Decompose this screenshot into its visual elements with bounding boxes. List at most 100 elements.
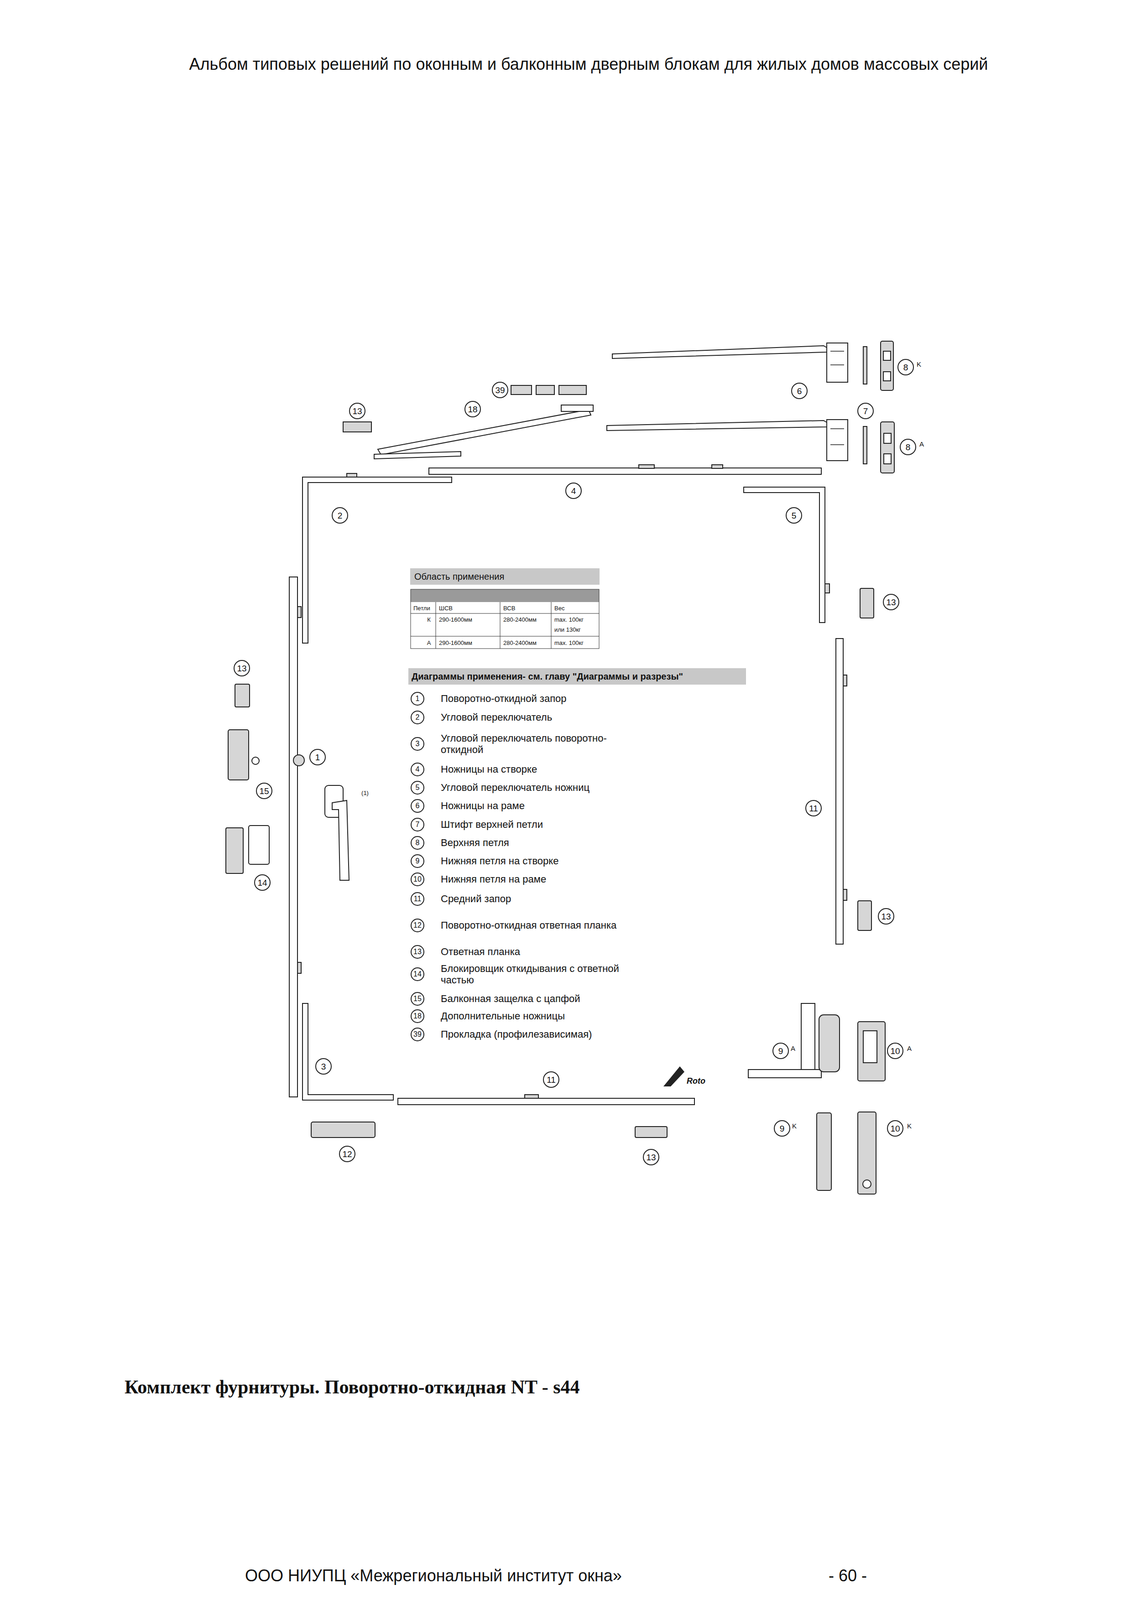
callout-number: 6 [415, 802, 420, 810]
keeper [860, 588, 874, 619]
sash-bottom-hinge [819, 1015, 840, 1073]
top-hinge [880, 422, 895, 474]
text-label: A [919, 440, 924, 448]
text-label: ООО НИУПЦ «Межрегиональный институт окна… [245, 1568, 622, 1585]
callout-number: 13 [236, 664, 247, 673]
text-label: К [427, 616, 431, 623]
text-label: 280-2400мм [503, 640, 537, 647]
callout-circle [791, 383, 808, 399]
callout-number: 2 [337, 511, 343, 521]
text-label: A [790, 1045, 796, 1053]
callout-number: 11 [413, 895, 422, 903]
hinge-pin [863, 346, 867, 385]
callout-circle [315, 1058, 332, 1075]
keeper [234, 684, 250, 708]
text-label: Штифт верхней петли [440, 819, 642, 831]
callout-number: 13 [881, 912, 891, 922]
callout-number: 4 [415, 766, 420, 774]
gearbox [293, 755, 305, 767]
callout-number: 10 [890, 1047, 900, 1056]
part-detail [830, 364, 845, 366]
text-label: (1) [361, 790, 369, 797]
text-label: K [907, 1122, 912, 1130]
table-rule [551, 602, 552, 649]
callout-circle [411, 818, 424, 832]
additional-scissor [561, 405, 594, 412]
callout-circle [464, 401, 481, 418]
callout-circle [411, 892, 424, 906]
part-detail [862, 1180, 872, 1189]
callout-circle [339, 1146, 355, 1163]
part-detail [843, 675, 847, 687]
callout-circle [543, 1072, 559, 1088]
sash-scissor [428, 468, 822, 475]
callout-number: 6 [797, 386, 803, 396]
text-label: A [907, 1045, 912, 1053]
top-hinge [880, 341, 894, 391]
part-detail [830, 444, 845, 446]
part-detail [863, 1031, 877, 1064]
callout-number: 11 [546, 1075, 556, 1085]
callout-number: 9 [779, 1124, 785, 1134]
text-label: Средний запор [440, 893, 642, 905]
middle-lock [397, 1098, 695, 1106]
callout-circle [411, 945, 424, 959]
callout-number: 7 [863, 406, 869, 416]
text-label: 290-1600мм [438, 640, 473, 647]
table-header-bar [410, 589, 600, 603]
part-detail [346, 473, 357, 478]
part-detail [843, 889, 847, 901]
table-rule [500, 602, 501, 649]
text-label: А [427, 640, 432, 647]
additional-scissor [377, 409, 591, 455]
text-label: K [916, 360, 922, 368]
tilt-turn-lock [289, 577, 298, 1098]
table-rule [410, 613, 600, 615]
part-detail [883, 351, 891, 361]
text-label: ВСВ [503, 605, 516, 612]
callout-number: 8 [903, 363, 909, 372]
callout-number: 8 [905, 443, 911, 452]
text-label: Угловой переключатель ножниц [440, 782, 642, 794]
callout-circle [411, 1028, 424, 1042]
callout-circle [887, 1043, 903, 1059]
spacer [511, 385, 532, 395]
sash-bottom-hinge [816, 1113, 832, 1191]
keeper [857, 901, 872, 931]
callout-circle [411, 968, 424, 981]
callout-circle [411, 763, 424, 777]
frame-bottom-hinge [857, 1112, 877, 1195]
callout-number: 9 [778, 1047, 784, 1056]
text-label: max. 100кг [554, 616, 584, 623]
part-detail [883, 433, 892, 444]
callout-circle [878, 908, 894, 925]
handle-lever [332, 800, 350, 881]
callout-number: 12 [413, 922, 422, 930]
part-detail [824, 584, 830, 594]
text-label: или 130кг [554, 626, 581, 633]
text-label: Угловой переключатель поворотно-откидной [440, 732, 642, 757]
callout-circle [857, 403, 874, 419]
text-label: Область применения [414, 572, 505, 582]
text-label: Ножницы на створке [440, 763, 642, 776]
callout-number: 13 [352, 406, 362, 416]
callout-number: 13 [886, 598, 896, 607]
part-detail [830, 428, 845, 430]
part-detail [711, 464, 723, 469]
callout-circle [411, 919, 424, 933]
callout-number: 7 [415, 821, 420, 829]
page-title: Альбом типовых решений по оконным и балк… [132, 53, 1045, 75]
text-label: Прокладка (профилезависимая) [440, 1028, 642, 1041]
text-label: Угловой переключатель [440, 711, 642, 724]
callout-circle [411, 799, 424, 813]
heading-bar [408, 668, 746, 685]
text-label: Диаграммы применения- см. главу "Диаграм… [411, 672, 684, 682]
text-label: K [792, 1122, 797, 1130]
keeper [343, 422, 372, 433]
part-detail [297, 606, 302, 618]
text-label: Вес [554, 605, 565, 612]
table-rule [435, 602, 437, 649]
callout-number: 15 [413, 995, 422, 1003]
